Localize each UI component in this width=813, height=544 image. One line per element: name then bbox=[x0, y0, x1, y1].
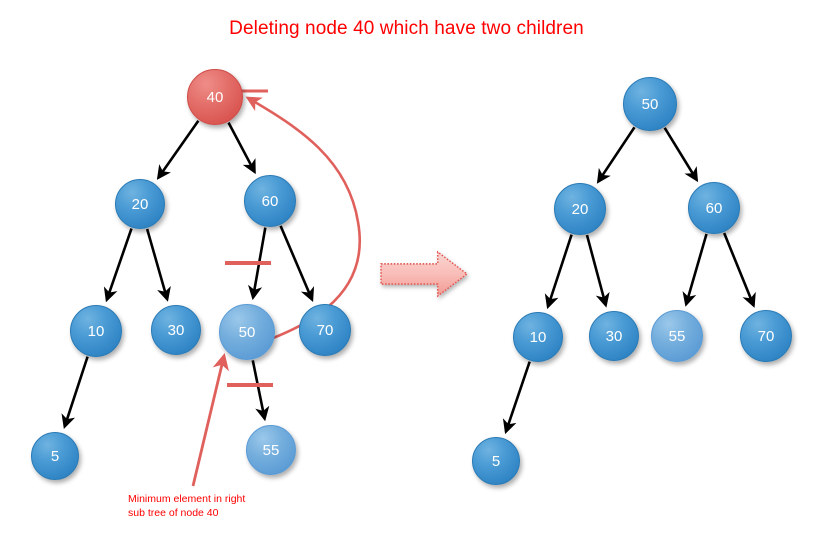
tree-node-40-before-deletion-tree[interactable]: 40 bbox=[187, 69, 243, 125]
tree-edge-L20-to-L30 bbox=[145, 228, 171, 302]
tree-node-55-before-deletion-tree[interactable]: 55 bbox=[246, 425, 296, 475]
minimum-element-annotation: Minimum element in right sub tree of nod… bbox=[128, 493, 246, 519]
tree-edge-L40-to-L60 bbox=[227, 122, 256, 175]
tree-edge-L10-to-L5 bbox=[61, 356, 89, 430]
tree-node-30-before-deletion-tree[interactable]: 30 bbox=[151, 305, 201, 355]
tree-node-20-before-deletion-tree[interactable]: 20 bbox=[115, 179, 165, 229]
tree-edge-R60-to-R70 bbox=[722, 232, 756, 308]
tree-node-10-before-deletion-tree[interactable]: 10 bbox=[70, 305, 122, 357]
tree-edge-R20-to-R30 bbox=[585, 234, 610, 308]
tree-node-20-after-deletion-tree[interactable]: 20 bbox=[554, 183, 606, 235]
diagram-title: Deleting node 40 which have two children bbox=[229, 18, 584, 39]
minimum-element-pointer-arrow bbox=[191, 353, 229, 487]
tree-edge-L40-to-L20 bbox=[156, 120, 200, 180]
tree-edge-R60-to-R55 bbox=[682, 233, 708, 307]
tree-node-5-before-deletion-tree[interactable]: 5 bbox=[31, 432, 79, 480]
tree-node-60-before-deletion-tree[interactable]: 60 bbox=[244, 175, 296, 227]
tree-node-10-after-deletion-tree[interactable]: 10 bbox=[513, 312, 563, 362]
tree-node-60-after-deletion-tree[interactable]: 60 bbox=[688, 182, 740, 234]
tree-edge-L60-to-L70 bbox=[279, 225, 315, 303]
transformation-arrow-shape bbox=[380, 250, 469, 298]
tree-node-5-after-deletion-tree[interactable]: 5 bbox=[472, 437, 520, 485]
tree-node-30-after-deletion-tree[interactable]: 30 bbox=[589, 311, 639, 361]
tree-edge-R10-to-R5 bbox=[502, 361, 531, 435]
tree-node-55-after-deletion-tree[interactable]: 55 bbox=[651, 310, 703, 362]
tree-node-70-after-deletion-tree[interactable]: 70 bbox=[740, 310, 792, 362]
transformation-arrow bbox=[380, 250, 469, 298]
tree-edge-L50-to-L55 bbox=[251, 360, 270, 422]
right-tree-edges bbox=[502, 126, 756, 435]
replacement-pointer-arrow bbox=[242, 96, 361, 351]
tree-edge-R50-to-R20 bbox=[596, 126, 636, 184]
left-tree-edges bbox=[61, 120, 315, 430]
tree-node-50-after-deletion-tree[interactable]: 50 bbox=[623, 77, 677, 131]
tree-edge-R50-to-R60 bbox=[663, 127, 699, 183]
cut-marks-group bbox=[225, 261, 273, 387]
tree-edge-L20-to-L10 bbox=[103, 228, 133, 303]
tree-node-70-before-deletion-tree[interactable]: 70 bbox=[299, 304, 351, 356]
tree-edge-R20-to-R10 bbox=[544, 234, 573, 310]
tree-node-50-before-deletion-tree[interactable]: 50 bbox=[219, 304, 275, 360]
